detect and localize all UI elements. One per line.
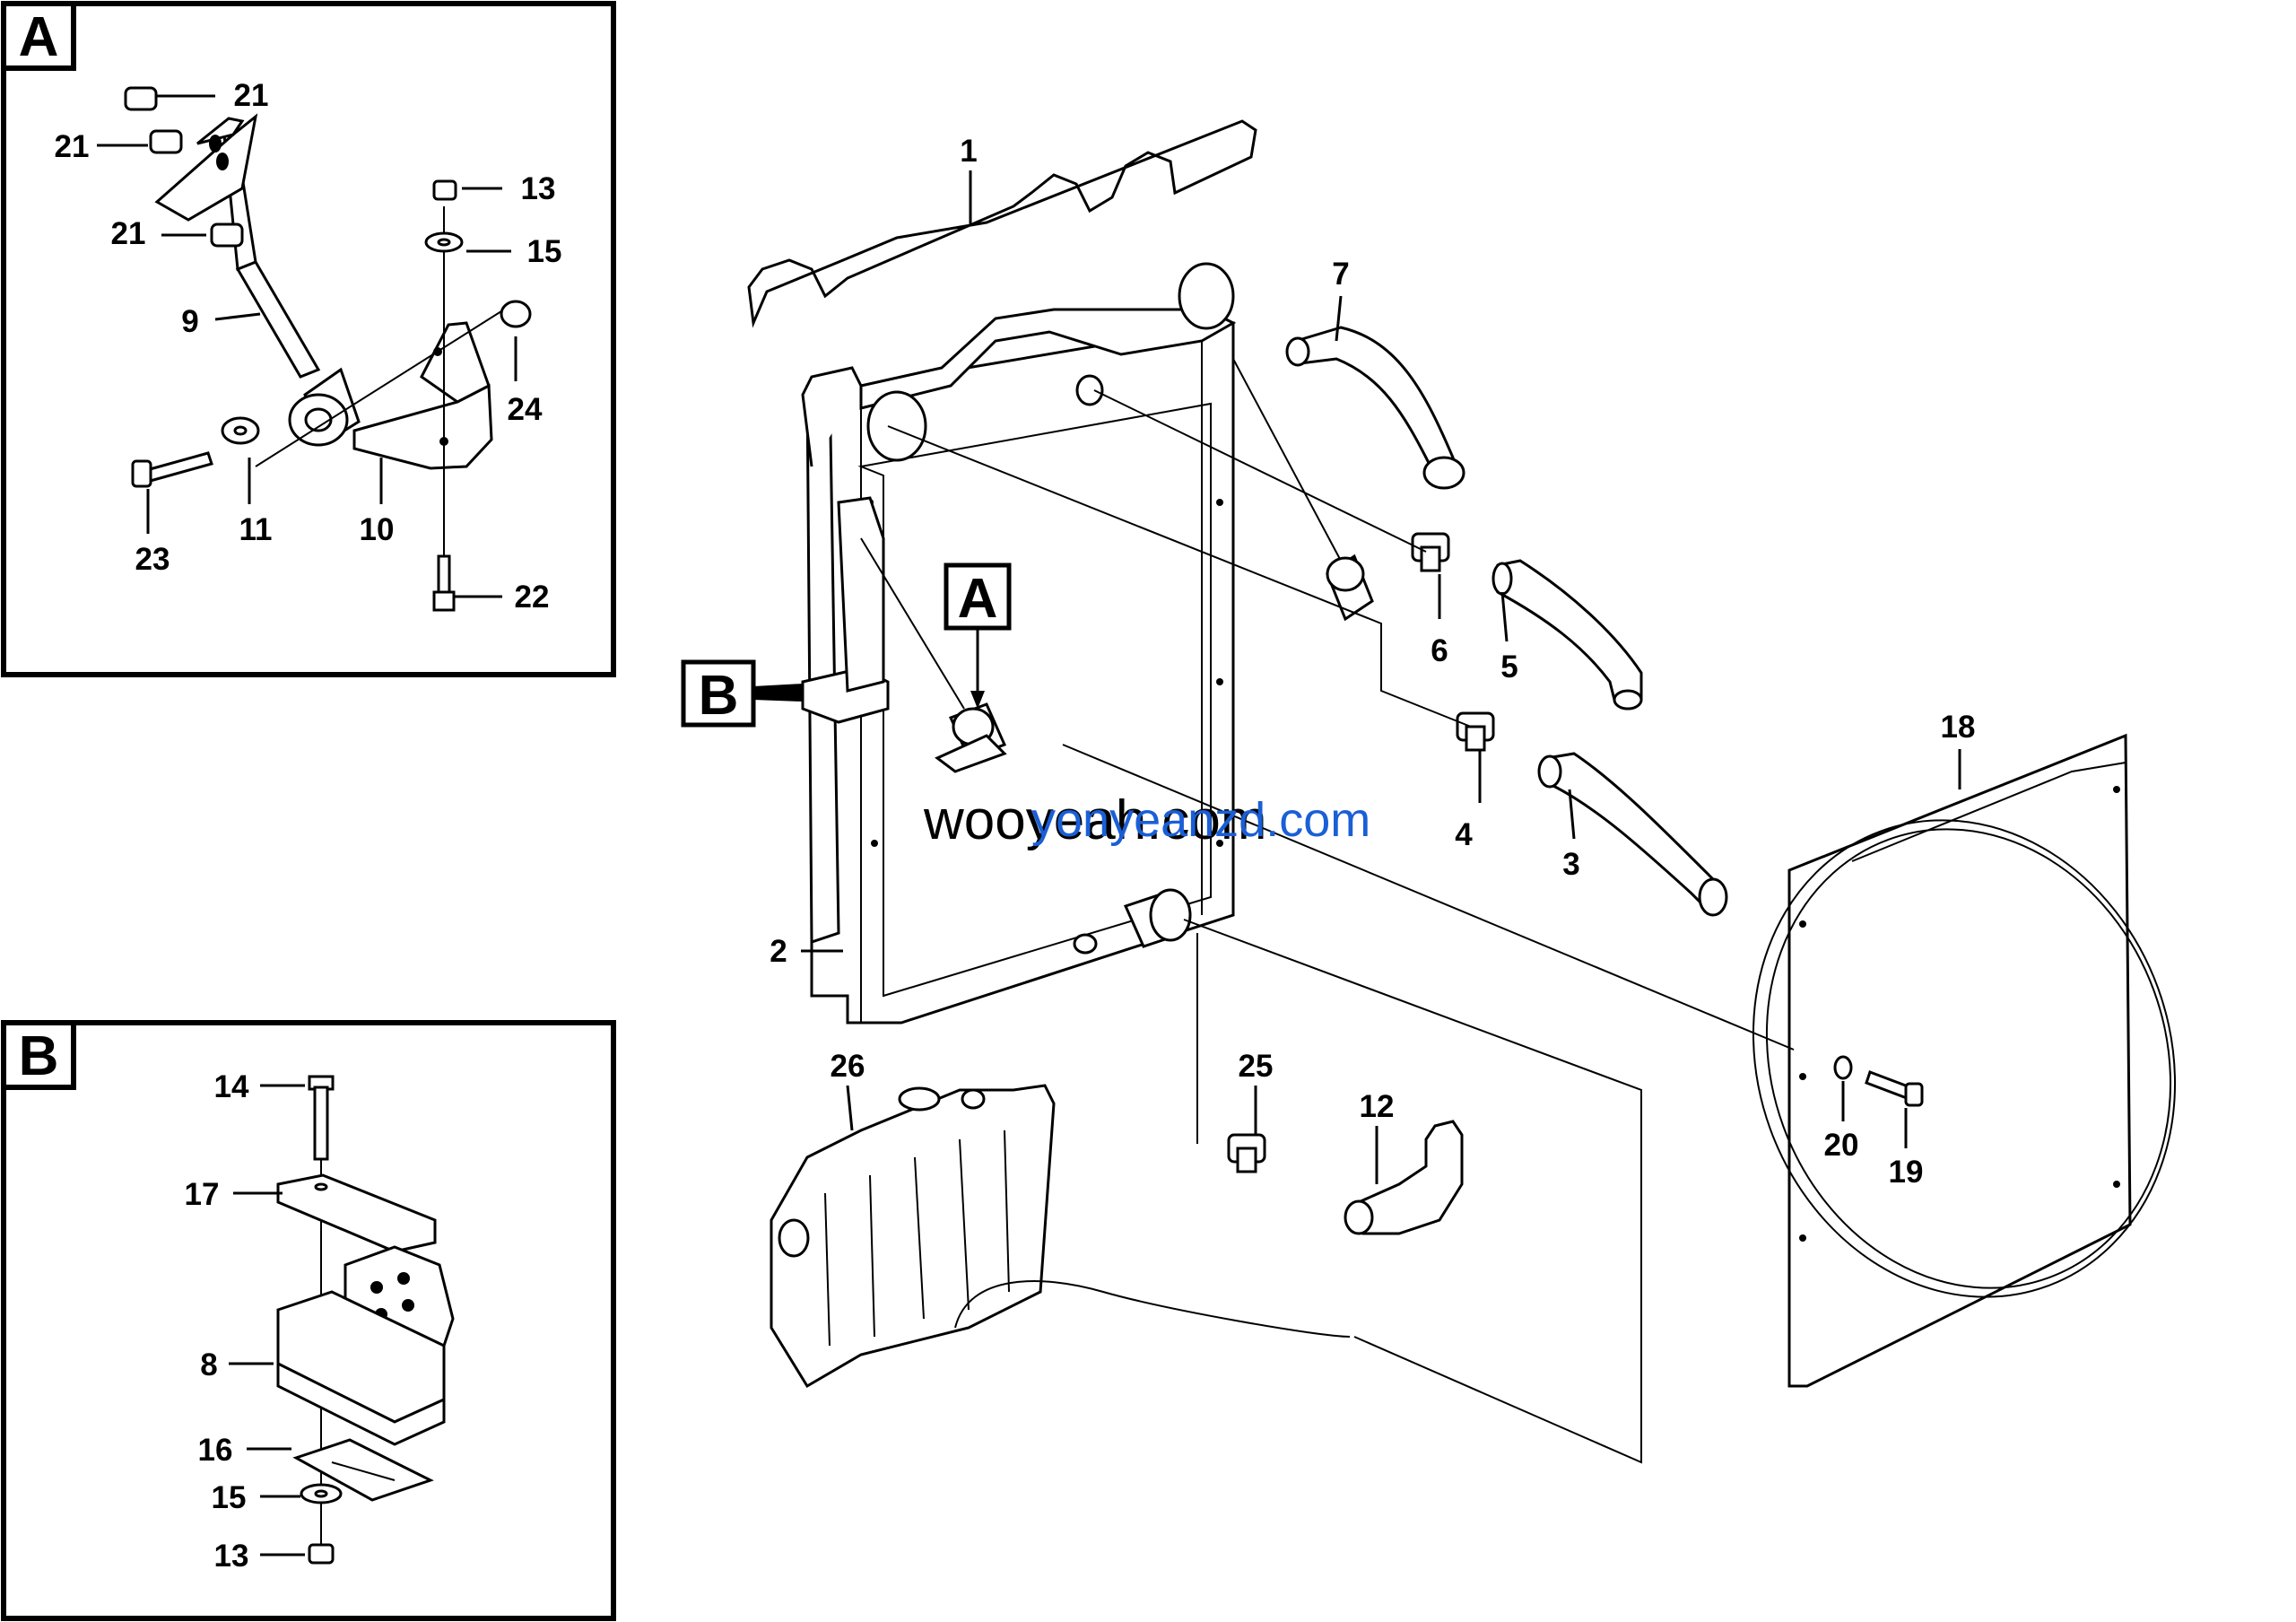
callout-b-17: 17 — [185, 1177, 220, 1212]
callout-a-23: 23 — [135, 542, 170, 577]
plate-17 — [276, 1173, 437, 1253]
bracket-b — [801, 496, 890, 724]
inset-b: B — [1, 1020, 616, 1621]
callout-main-1: 1 — [960, 134, 977, 169]
callout-b-14: 14 — [214, 1069, 249, 1104]
washer-20 — [1833, 1055, 1853, 1080]
hose-5 — [1492, 559, 1643, 711]
washer-11 — [221, 416, 260, 445]
nut-21 — [124, 86, 244, 248]
callout-a-13: 13 — [521, 171, 556, 206]
callout-main-26: 26 — [831, 1049, 865, 1084]
callout-main-18: 18 — [1941, 710, 1976, 745]
hose-7 — [1285, 326, 1465, 490]
hose-12 — [1344, 1120, 1464, 1235]
callout-main-6: 6 — [1431, 633, 1448, 668]
inset-a: A — [1, 1, 616, 677]
mount-right — [1232, 358, 1374, 622]
callout-a-21-lower: 21 — [111, 216, 146, 251]
main-tag-a: A — [958, 568, 998, 630]
watermark-text-back: wooyeah.com — [923, 789, 1267, 851]
inset-a-tag: A — [19, 6, 59, 68]
inset-a-tag-box — [1, 1, 76, 71]
inset-b-leaders — [229, 1084, 305, 1557]
hose-3 — [1537, 752, 1728, 917]
watermark-text-front: yonyeanzd.com — [1031, 793, 1370, 847]
callout-b-16: 16 — [198, 1433, 233, 1468]
tank-26 — [770, 1084, 1351, 1389]
cover-plate-1 — [747, 119, 1257, 328]
main-assembly: A B 1 7 6 5 4 3 18 2 26 — [681, 119, 2177, 1464]
callout-a-21-top: 21 — [234, 78, 269, 113]
inset-b-tag-box — [1, 1020, 76, 1090]
callout-main-2: 2 — [770, 934, 787, 969]
bolt-19 — [1865, 1070, 1924, 1107]
bolt-stack — [424, 179, 464, 612]
mount-a — [860, 537, 1007, 773]
callout-main-4: 4 — [1455, 817, 1473, 852]
callout-b-8: 8 — [200, 1347, 217, 1382]
inset-a-frame — [1, 1, 616, 677]
callout-a-9: 9 — [181, 304, 198, 339]
fan-shroud-18 — [1752, 733, 2177, 1388]
assembly-lines — [887, 389, 1795, 1464]
inset-b-tag: B — [19, 1025, 59, 1087]
callout-main-19: 19 — [1889, 1155, 1924, 1190]
callout-main-25: 25 — [1239, 1049, 1274, 1084]
callout-a-21-left: 21 — [55, 129, 90, 164]
callout-main-20: 20 — [1824, 1128, 1859, 1163]
callout-main-3: 3 — [1562, 847, 1579, 882]
main-tag-a-box — [944, 562, 1012, 631]
clamp-25 — [1227, 1133, 1266, 1173]
radiator-2 — [801, 262, 1237, 1025]
callout-a-15: 15 — [527, 234, 562, 269]
callout-main-5: 5 — [1500, 650, 1518, 685]
callout-a-24: 24 — [508, 392, 543, 427]
callout-a-10: 10 — [360, 512, 395, 547]
inset-a-leaders — [97, 94, 517, 598]
shim-16 — [292, 1438, 434, 1502]
washer-15 — [300, 1483, 343, 1504]
main-tag-b: B — [699, 665, 739, 727]
callout-main-12: 12 — [1360, 1089, 1395, 1124]
bracket-10 — [352, 321, 493, 470]
bracket-8 — [276, 1245, 455, 1446]
callout-main-7: 7 — [1332, 257, 1349, 292]
bolt-23 — [131, 451, 213, 488]
callout-a-22: 22 — [515, 580, 550, 615]
main-tag-b-box — [681, 659, 756, 728]
callout-b-13: 13 — [214, 1539, 249, 1574]
clamp-6 — [1411, 532, 1450, 572]
watermark: wooyeah.com yonyeanzd.com — [923, 789, 1370, 851]
callout-a-11: 11 — [239, 512, 273, 547]
callout-b-15: 15 — [212, 1480, 247, 1515]
nut-24 — [255, 300, 532, 467]
clamp-4 — [1456, 711, 1495, 752]
nut-13 — [308, 1543, 335, 1565]
upper-bracket — [154, 113, 258, 222]
rubber-mount — [288, 367, 361, 447]
outlet-pipe — [1073, 888, 1192, 955]
main-leaders — [801, 170, 1961, 1184]
